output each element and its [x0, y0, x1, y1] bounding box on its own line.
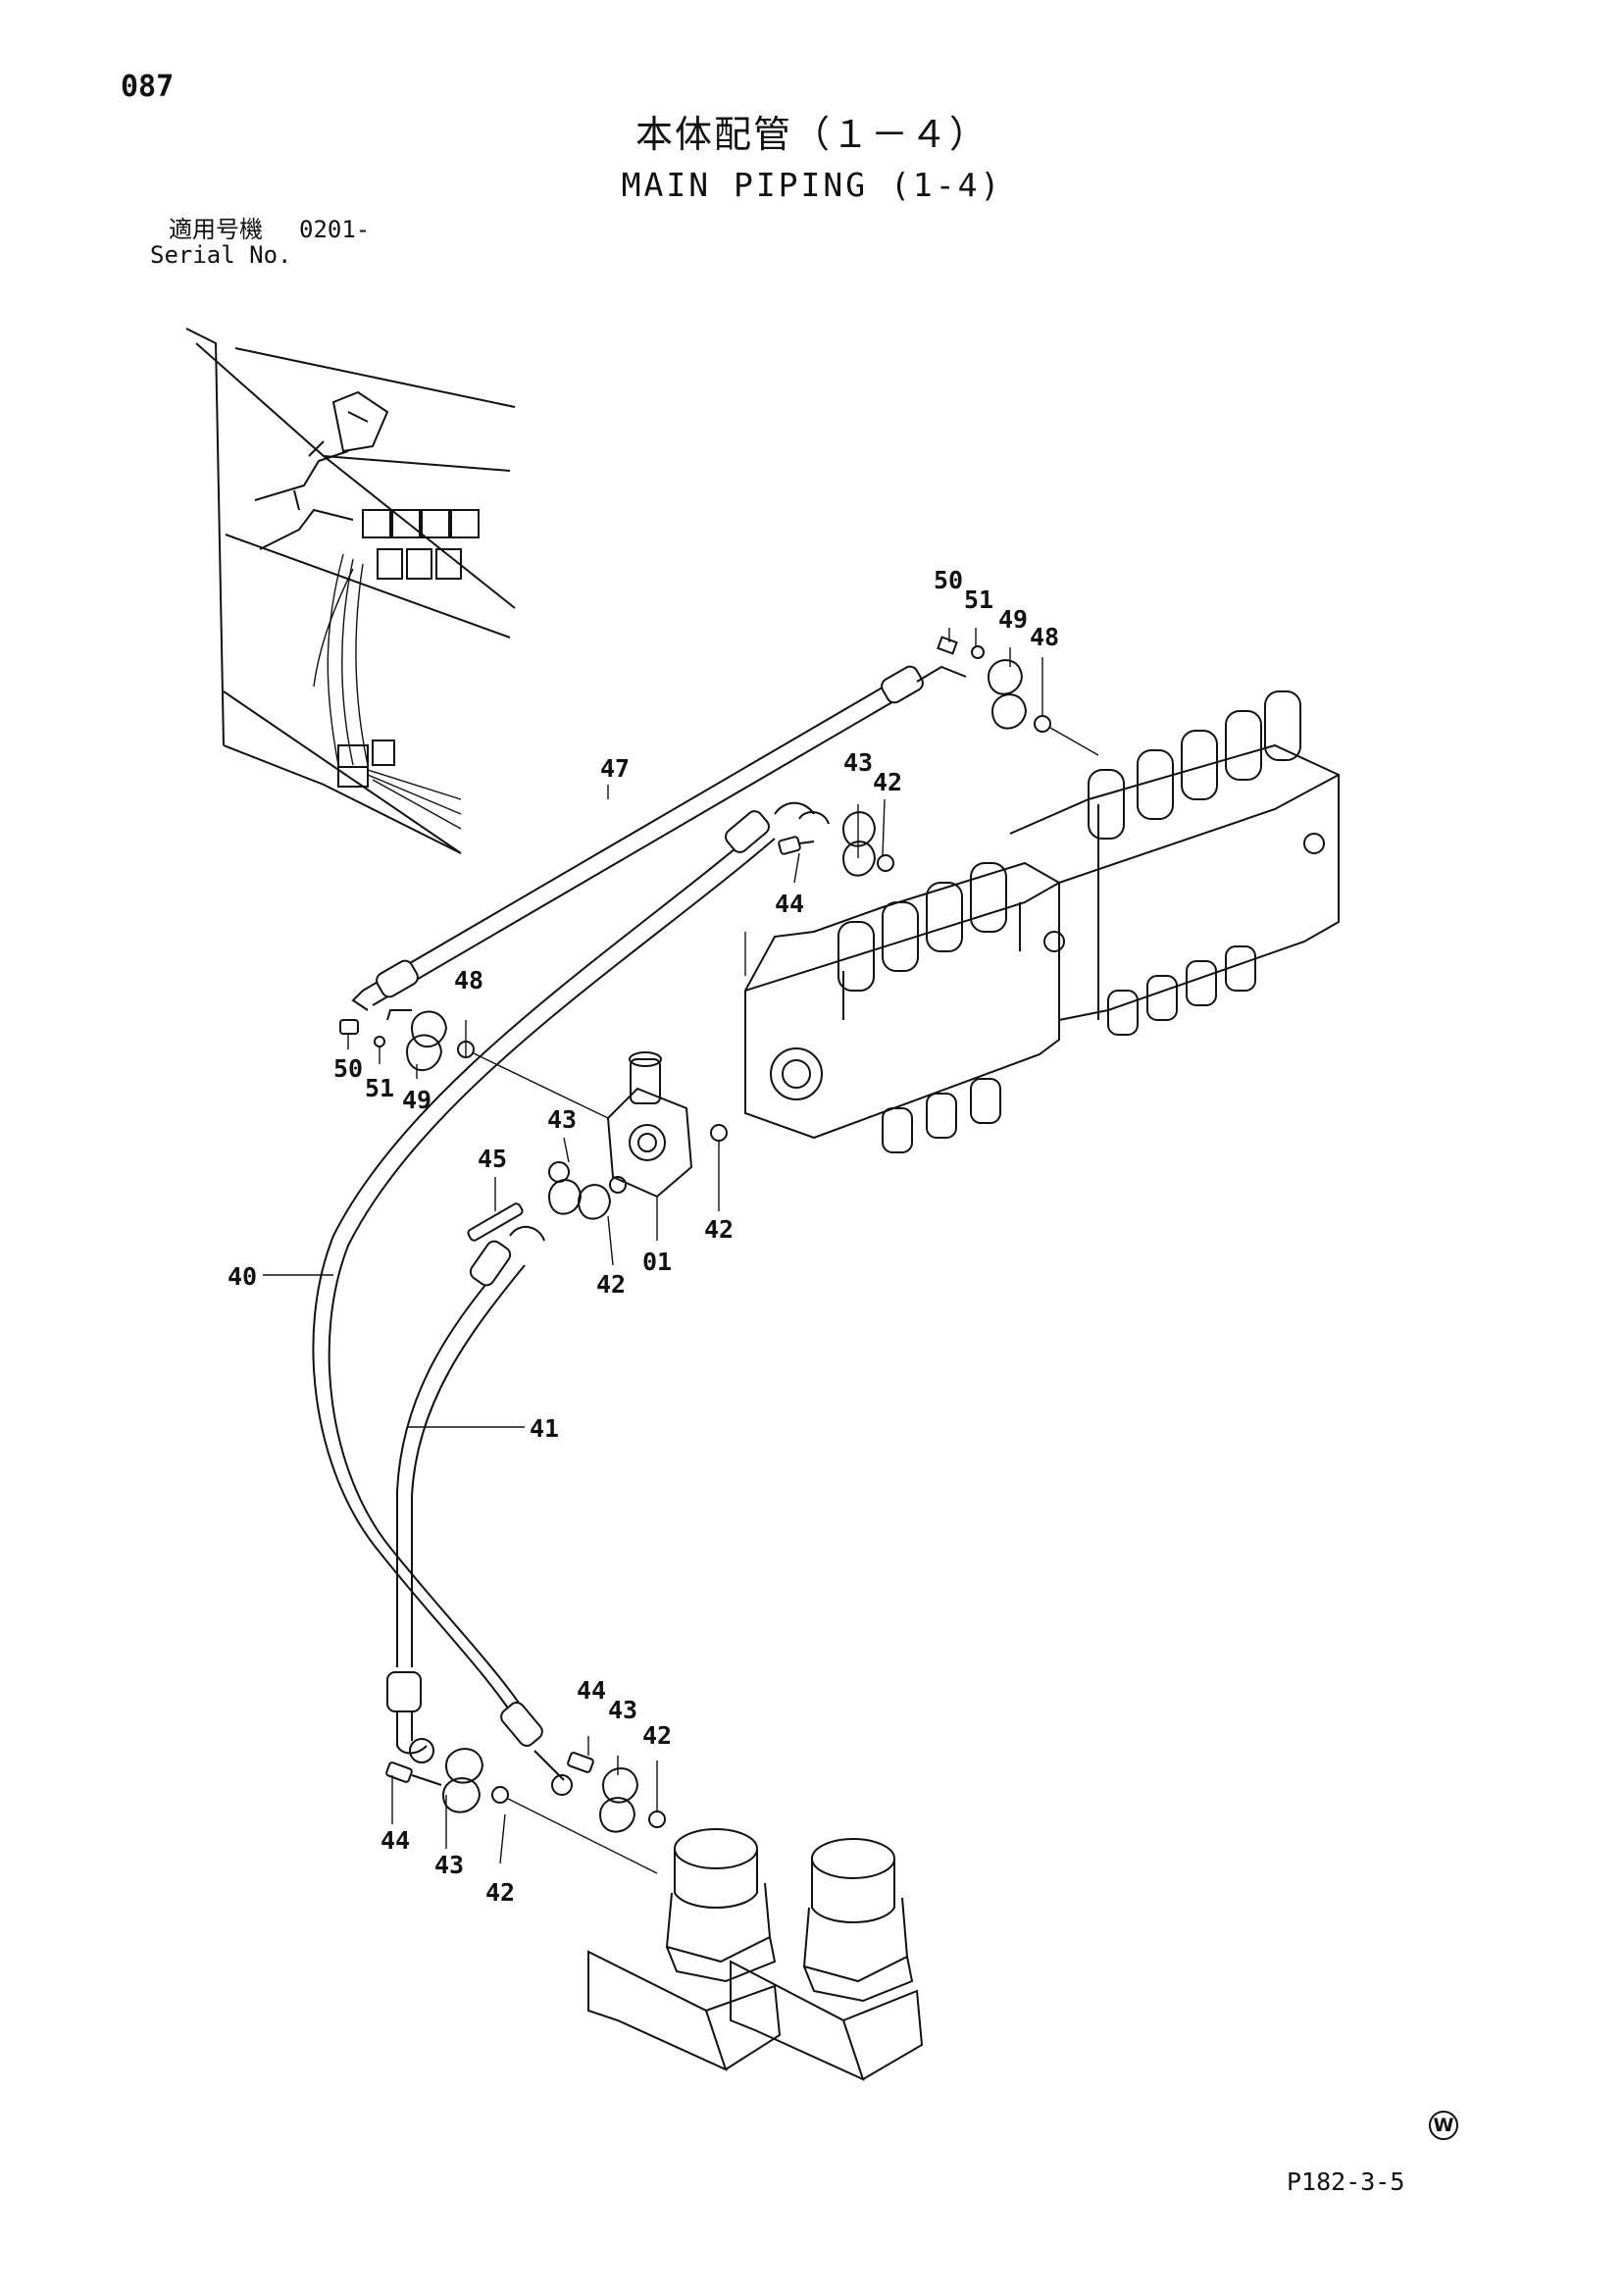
callout-49: 49: [402, 1086, 431, 1114]
block-part-01: [606, 1051, 693, 1199]
motor-assembly-left: [587, 1828, 782, 2071]
callout-44: 44: [775, 890, 804, 918]
callout-labels: 50 51 49 48 47 43 42 44 48 50 51 49 45 4…: [228, 566, 1059, 1907]
callout-43: 43: [608, 1696, 637, 1724]
fittings-mid-left: [339, 1009, 609, 1119]
callout-43: 43: [547, 1105, 577, 1134]
callout-44: 44: [381, 1826, 410, 1855]
callout-43: 43: [434, 1851, 464, 1879]
callout-43: 43: [843, 748, 873, 777]
callout-42: 42: [596, 1270, 626, 1299]
page-title-japanese: 本体配管（１－４）: [634, 113, 989, 156]
machine-inset-view: [185, 328, 516, 854]
callout-45: 45: [478, 1145, 507, 1173]
fittings-lower: [385, 1738, 666, 1874]
control-valve-assembly: [744, 690, 1340, 1153]
callout-42: 42: [642, 1721, 672, 1750]
pipe-part-47: [351, 665, 967, 1011]
callout-51: 51: [964, 586, 993, 614]
callout-41: 41: [530, 1414, 559, 1443]
callout-47: 47: [600, 754, 630, 783]
callout-42: 42: [704, 1215, 734, 1244]
motor-assembly-right: [730, 1838, 924, 2081]
fittings-upper-right: [937, 636, 1099, 756]
serial-label-japanese: 適用号機: [169, 216, 263, 243]
page-number: 087: [121, 70, 175, 104]
callout-50: 50: [333, 1054, 363, 1083]
callout-48: 48: [1030, 623, 1059, 651]
callout-50: 50: [934, 566, 963, 594]
callout-01: 01: [642, 1248, 672, 1276]
callout-44: 44: [577, 1676, 606, 1705]
serial-label-english: Serial No.: [150, 241, 292, 269]
page-title-english: MAIN PIPING (1-4): [621, 166, 1003, 204]
pipe-part-41: [386, 1226, 545, 1755]
callout-48: 48: [454, 966, 483, 995]
hose-part-40: [312, 801, 815, 1781]
callout-51: 51: [365, 1074, 394, 1102]
leader-lines: [263, 628, 1043, 1864]
serial-number-value: 0201-: [299, 216, 371, 243]
callout-49: 49: [998, 605, 1028, 634]
callout-40: 40: [228, 1262, 257, 1291]
w-mark-icon: W: [1429, 2111, 1458, 2140]
drawing-code: P182-3-5: [1287, 2168, 1405, 2196]
callout-42: 42: [873, 768, 902, 796]
fittings-mid-right: [778, 811, 894, 877]
callout-42: 42: [485, 1878, 515, 1907]
fittings-block-01: [467, 1124, 728, 1242]
